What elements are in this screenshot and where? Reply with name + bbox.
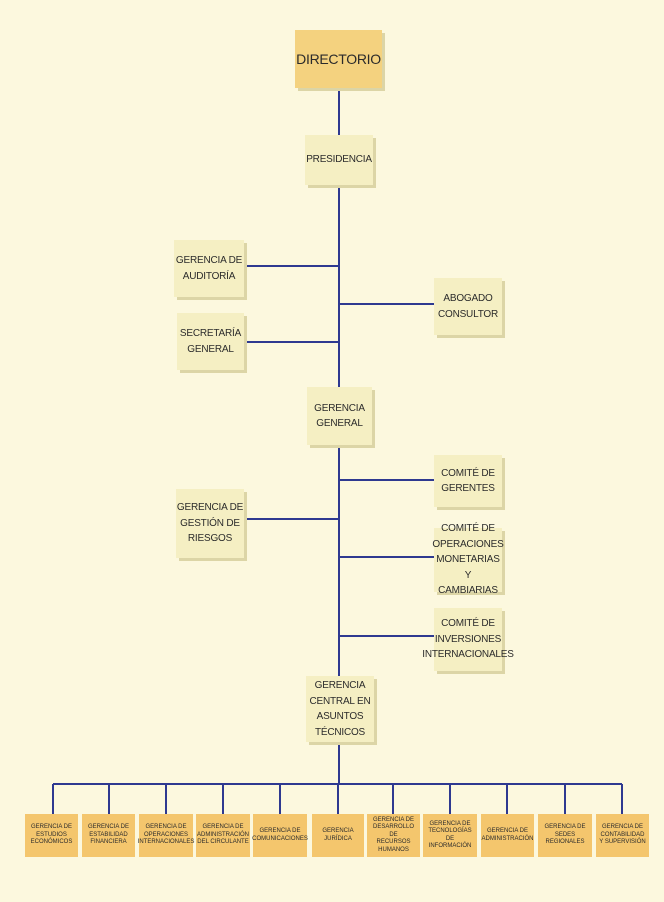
comite-gerentes-box: COMITÉ DE GERENTES xyxy=(434,455,502,507)
dept-sedes-regionales: GERENCIA DE SEDES REGIONALES xyxy=(538,814,592,857)
gerencia-general-box: GERENCIA GENERAL xyxy=(307,387,372,445)
dept-contabilidad-supervision: GERENCIA DE CONTABILIDAD Y SUPERVISIÓN xyxy=(596,814,649,857)
dept-administracion-circulante: GERENCIA DE ADMINISTRACIÓN DEL CIRCULANT… xyxy=(196,814,250,857)
dept-juridica: GERENCIA JURÍDICA xyxy=(312,814,364,857)
gerencia-central-box: GERENCIA CENTRAL EN ASUNTOS TÉCNICOS xyxy=(306,676,374,742)
comite-inversiones-box: COMITÉ DE INVERSIONES INTERNACIONALES xyxy=(422,608,514,671)
gestion-riesgos-box: GERENCIA DE GESTIÓN DE RIESGOS xyxy=(176,489,244,558)
dept-estudios-economicos: GERENCIA DE ESTUDIOS ECONÓMICOS xyxy=(25,814,78,857)
auditoria-box: GERENCIA DE AUDITORÍA xyxy=(174,240,244,297)
comite-operaciones-box: COMITÉ DE OPERACIONES MONETARIAS Y CAMBI… xyxy=(432,523,504,597)
dept-administracion: GERENCIA DE ADMINISTRACIÓN xyxy=(481,814,534,857)
dept-operaciones-internacionales: GERENCIA DE OPERACIONES INTERNACIONALES xyxy=(138,814,194,857)
dept-recursos-humanos: GERENCIA DE DESARROLLO DE RECURSOS HUMAN… xyxy=(367,814,420,857)
dept-estabilidad-financiera: GERENCIA DE ESTABILIDAD FINANCIERA xyxy=(82,814,135,857)
directorio-box: DIRECTORIO xyxy=(295,30,382,88)
abogado-consultor-box: ABOGADO CONSULTOR xyxy=(434,278,502,335)
presidencia-box: PRESIDENCIA xyxy=(305,135,373,185)
secretaria-general-box: SECRETARÍA GENERAL xyxy=(177,313,244,370)
dept-comunicaciones: GERENCIA DE COMUNICACIONES xyxy=(252,814,308,857)
dept-tecnologias-informacion: GERENCIA DE TECNOLOGÍAS DE INFORMACIÓN xyxy=(423,814,477,857)
